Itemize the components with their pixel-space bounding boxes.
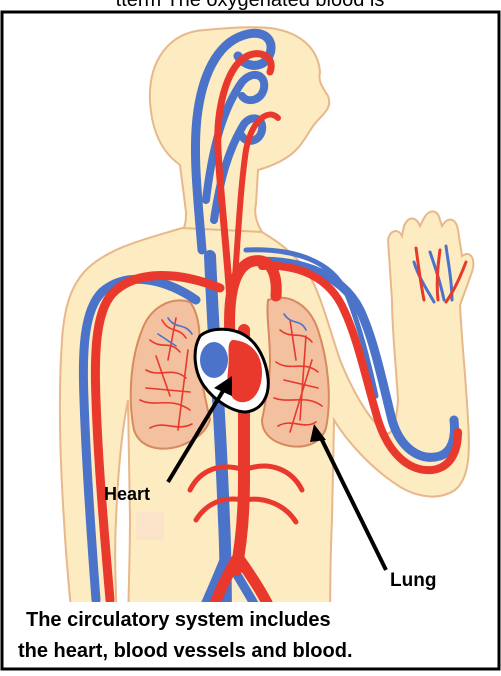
- heart-right-atrium: [200, 342, 228, 378]
- lung-label: Lung: [390, 570, 436, 591]
- heart-label: Heart: [104, 484, 150, 504]
- header-text: tterm The oxygenated blood is: [116, 0, 385, 11]
- caption-line-1: The circulatory system includes: [26, 609, 331, 631]
- skin-patch: [136, 512, 164, 540]
- caption-line-2: the heart, blood vessels and blood.: [18, 640, 353, 662]
- body-silhouette: [60, 27, 473, 640]
